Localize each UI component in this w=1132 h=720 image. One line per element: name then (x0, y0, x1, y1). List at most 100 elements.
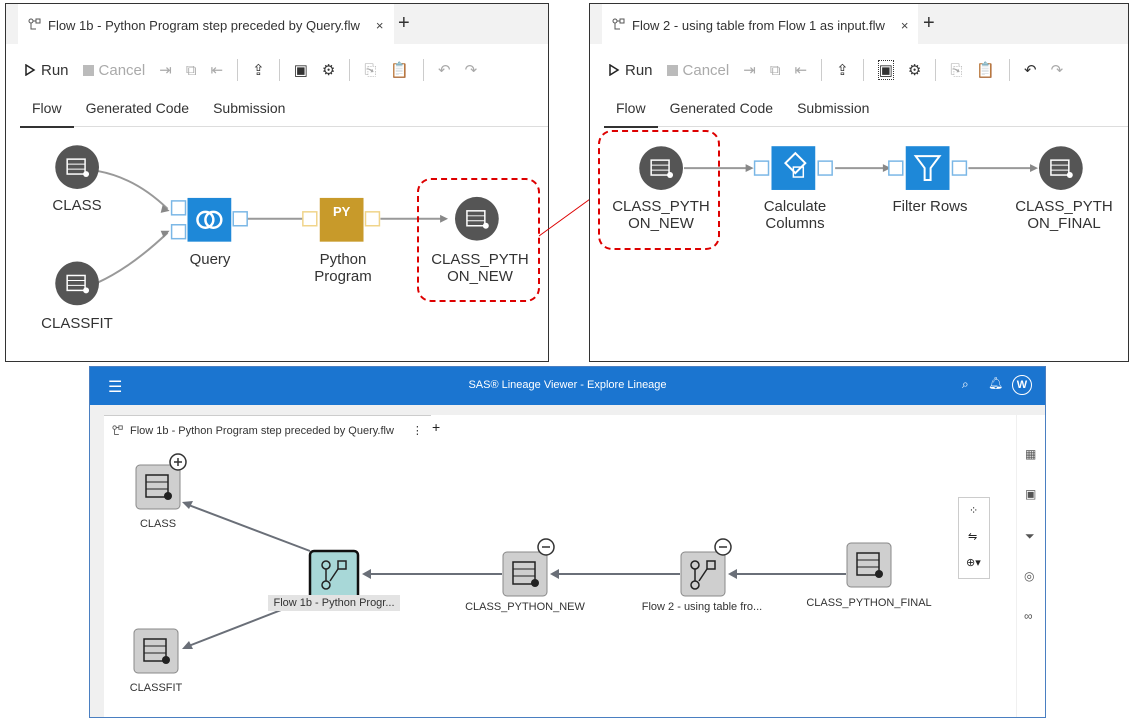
arrow (362, 569, 371, 579)
toolbar-divider (278, 59, 280, 81)
flow2-file-tab[interactable]: Flow 2 - using table from Flow 1 as inpu… (602, 4, 919, 44)
upload-icon[interactable]: ⇪ (836, 62, 849, 79)
add-tab-button[interactable]: + (432, 419, 441, 435)
arrow (182, 641, 193, 649)
undo-icon[interactable]: ↶ (1024, 62, 1037, 79)
cancel-label: Cancel (98, 61, 146, 79)
redo-icon[interactable]: ↷ (464, 62, 478, 79)
save-icon[interactable]: ▣ (877, 60, 894, 80)
lineage-node-flow2[interactable] (680, 538, 732, 597)
calculate-columns-node[interactable] (753, 146, 833, 190)
flow2-tab-title: Flow 2 - using table from Flow 1 as inpu… (632, 17, 885, 33)
paste-icon[interactable]: 📋 (976, 62, 996, 79)
visibility-icon[interactable]: ◎ (1024, 569, 1035, 583)
lineage-node-class[interactable] (135, 453, 187, 510)
add-tab-button[interactable]: + (923, 12, 935, 34)
python-badge: PY (333, 204, 351, 219)
cancel-button[interactable]: Cancel (82, 61, 146, 79)
tab-flow[interactable]: Flow (20, 94, 74, 128)
toolbar-divider (862, 59, 864, 81)
layout-icon[interactable]: ⇋ (968, 531, 978, 543)
calc-label-line2: Columns (765, 215, 825, 232)
stop-icon (82, 64, 94, 76)
toolbar-divider (237, 59, 239, 81)
settings-icon[interactable]: ⚙ (321, 62, 336, 79)
tab-flow[interactable]: Flow (604, 94, 658, 128)
lineage-node-flow1b[interactable] (308, 549, 360, 601)
copy-icon[interactable]: ⎘ (364, 61, 377, 79)
flow-icon (28, 18, 41, 30)
flow1-tabbar: Flow 1b - Python Program step preceded b… (6, 4, 548, 44)
copy-icon[interactable]: ⎘ (950, 61, 963, 79)
redo-icon[interactable]: ↷ (1050, 62, 1064, 79)
arrow (745, 164, 754, 173)
out-label-line2: ON_NEW (447, 268, 513, 285)
cancel-button[interactable]: Cancel (666, 62, 729, 79)
run-label: Run (625, 61, 653, 79)
node-label-filter-rows: Filter Rows (892, 198, 968, 215)
run-from-icon[interactable]: ⇥ (159, 62, 172, 79)
flow2-subtabs: Flow Generated Code Submission (604, 94, 1128, 128)
run-to-icon[interactable]: ⇤ (210, 62, 224, 79)
add-tab-button[interactable]: + (398, 12, 410, 34)
details-icon[interactable]: ▣ (1025, 487, 1037, 501)
node-label-classfit: CLASSFIT (41, 315, 113, 332)
flow1-file-tab[interactable]: Flow 1b - Python Program step preceded b… (18, 4, 394, 44)
run-button[interactable]: Run (24, 62, 69, 79)
in-label-line1: CLASS_PYTH (612, 198, 710, 215)
upload-icon[interactable]: ⇪ (252, 62, 265, 79)
tab-submission[interactable]: Submission (797, 100, 870, 116)
tab-generated-code[interactable]: Generated Code (669, 100, 774, 116)
run-button[interactable]: Run (608, 62, 653, 79)
lineage-label-class-python-new: CLASS_PYTHON_NEW (465, 601, 585, 613)
right-rail: ▦ ▣ ⏷ ◎ ∞ (1017, 415, 1045, 717)
flow1-subtabs: Flow Generated Code Submission (20, 94, 548, 128)
node-label-class: CLASS (52, 197, 102, 214)
stop-icon (666, 64, 678, 76)
paste-icon[interactable]: 📋 (390, 62, 410, 79)
fit-icon[interactable]: ⁘ (969, 505, 979, 517)
toolbar-divider (349, 59, 351, 81)
node-label-calculate-columns: Calculate Columns (750, 198, 840, 232)
tab-generated-code[interactable]: Generated Code (85, 100, 190, 116)
arrow (1030, 164, 1038, 173)
filter-icon[interactable]: ⏷ (1025, 529, 1035, 543)
run-to-icon[interactable]: ⇤ (794, 62, 808, 79)
run-selected-icon[interactable]: ⧉ (769, 61, 781, 79)
expand-icon[interactable] (174, 458, 182, 466)
lineage-body: Flow 1b - Python Program step preceded b… (90, 405, 1045, 717)
avatar[interactable]: W (1012, 375, 1032, 395)
table-view-icon[interactable]: ▦ (1025, 447, 1037, 461)
lineage-file-tab[interactable]: Flow 1b - Python Program step preceded b… (104, 415, 431, 445)
zoom-icon[interactable]: ⊕▾ (966, 557, 981, 569)
more-options-icon[interactable]: ⋮ (411, 425, 423, 437)
table-node-class-python-final[interactable] (1038, 146, 1083, 190)
filter-rows-node[interactable] (888, 146, 968, 190)
search-icon[interactable]: ⌕ (962, 377, 969, 391)
run-selected-icon[interactable]: ⧉ (185, 61, 197, 79)
bell-icon[interactable]: 🔔︎ (988, 376, 1004, 390)
lineage-node-classfit[interactable] (133, 628, 179, 674)
run-icon (25, 64, 36, 76)
close-icon[interactable]: × (900, 17, 909, 33)
graph-controls: ⁘ ⇋ ⊕▾ (958, 497, 990, 579)
close-icon[interactable]: × (375, 17, 384, 33)
run-label: Run (41, 61, 69, 79)
node-label-python: Python Program (303, 251, 383, 285)
python-label-line2: Program (314, 268, 372, 285)
edge (185, 503, 311, 552)
binoculars-icon[interactable]: ∞ (1024, 609, 1033, 623)
lineage-viewer-window: ☰ SAS® Lineage Viewer - Explore Lineage … (89, 366, 1046, 718)
arrow (182, 501, 193, 509)
undo-icon[interactable]: ↶ (438, 62, 451, 79)
tab-submission[interactable]: Submission (213, 100, 286, 116)
run-from-icon[interactable]: ⇥ (743, 62, 756, 79)
toolbar-divider (423, 59, 425, 81)
lineage-node-class-python-final[interactable] (846, 542, 892, 588)
out-label-line1: CLASS_PYTH (431, 251, 529, 268)
save-icon[interactable]: ▣ (293, 62, 308, 79)
hamburger-menu-icon[interactable]: ☰ (108, 379, 123, 396)
settings-icon[interactable]: ⚙ (907, 62, 922, 79)
lineage-node-class-python-new[interactable] (502, 538, 555, 597)
